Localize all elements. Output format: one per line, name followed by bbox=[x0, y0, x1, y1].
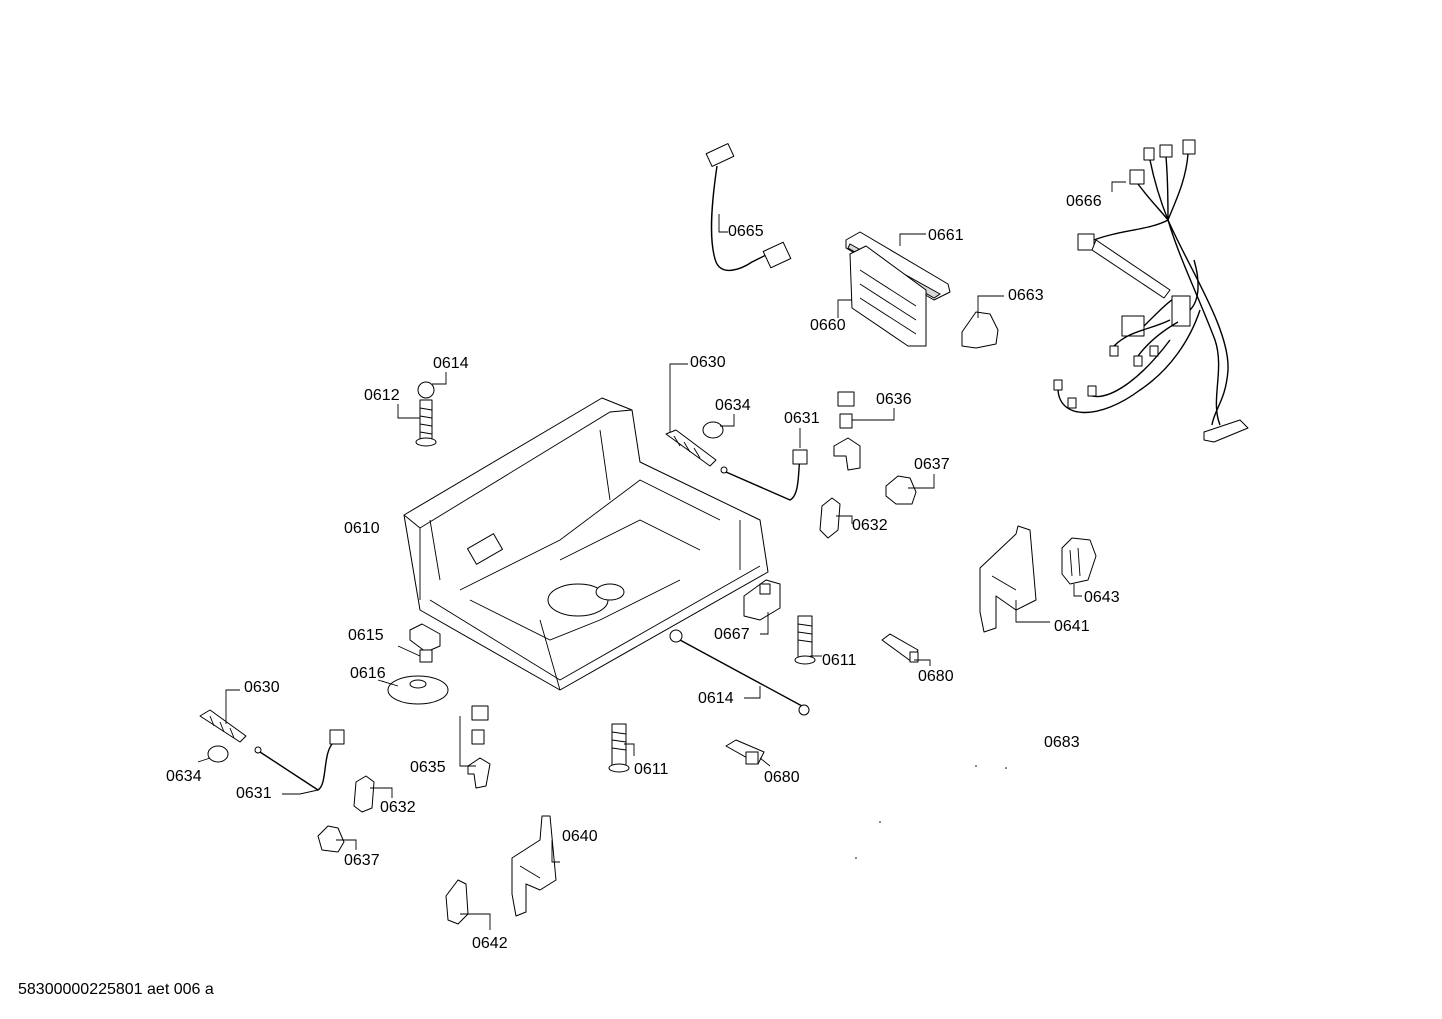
leader-0630-top bbox=[669, 363, 688, 432]
foot-screw-0611-top[interactable] bbox=[794, 615, 816, 665]
label-0634-top: 0634 bbox=[715, 397, 751, 414]
foot-0634-top[interactable] bbox=[702, 421, 724, 439]
label-0666: 0666 bbox=[1066, 193, 1102, 210]
leader-0680-bottom bbox=[759, 757, 771, 767]
clip-0636[interactable] bbox=[833, 391, 861, 471]
clip-0635[interactable] bbox=[467, 705, 491, 789]
leader-0643 bbox=[1073, 584, 1082, 597]
label-0641: 0641 bbox=[1054, 618, 1090, 635]
spring-0630-bottom[interactable] bbox=[199, 709, 247, 743]
switch-0615[interactable] bbox=[409, 623, 441, 663]
hinge-0632-bottom[interactable] bbox=[353, 775, 375, 813]
label-0632-bottom: 0632 bbox=[380, 799, 416, 816]
control-module-0660[interactable] bbox=[849, 245, 927, 347]
leader-0616 bbox=[377, 679, 399, 687]
label-0611-top: 0611 bbox=[822, 652, 857, 669]
cable-0631-top[interactable] bbox=[720, 449, 808, 501]
power-cord-0665[interactable] bbox=[705, 143, 792, 271]
label-0631-bottom: 0631 bbox=[236, 785, 272, 802]
bracket-0642[interactable] bbox=[445, 879, 469, 925]
cable-0631-bottom[interactable] bbox=[254, 729, 345, 791]
label-0630-top: 0630 bbox=[690, 354, 726, 371]
leader-0635 bbox=[459, 716, 476, 767]
leader-0640 bbox=[551, 840, 560, 863]
label-0661: 0661 bbox=[928, 227, 964, 244]
part-0680-top[interactable] bbox=[881, 633, 919, 663]
leader-0637-bottom bbox=[336, 839, 357, 850]
label-0630-bottom: 0630 bbox=[244, 679, 280, 696]
leader-0634-bottom bbox=[197, 757, 211, 763]
cap-0614-top[interactable] bbox=[417, 381, 435, 399]
label-0614-top: 0614 bbox=[433, 355, 469, 372]
foot-screw-0611-bottom[interactable] bbox=[608, 723, 630, 773]
label-0680-top: 0680 bbox=[918, 668, 954, 685]
rod-0614[interactable] bbox=[669, 629, 810, 716]
screw-0612[interactable] bbox=[415, 399, 437, 447]
leader-0611-bottom bbox=[624, 743, 635, 756]
leader-0615 bbox=[397, 645, 421, 657]
marker-dots-0683 bbox=[855, 765, 1007, 859]
part-0680-bottom[interactable] bbox=[725, 739, 765, 765]
label-0614-rod: 0614 bbox=[698, 690, 734, 707]
part-labels: 0665 0661 0666 0663 0660 0614 0612 0630 … bbox=[166, 193, 1120, 952]
leader-0632-top bbox=[836, 515, 853, 524]
leader-0631-bottom bbox=[282, 789, 319, 795]
label-0637-bottom: 0637 bbox=[344, 852, 380, 869]
holder-0637-top[interactable] bbox=[885, 475, 917, 505]
label-0612: 0612 bbox=[364, 387, 400, 404]
leader-0632-bottom bbox=[370, 787, 393, 798]
leader-0666 bbox=[1111, 181, 1126, 192]
label-0667: 0667 bbox=[714, 626, 750, 643]
leader-0642 bbox=[460, 913, 491, 930]
leader-0660 bbox=[837, 299, 852, 318]
float-disc-0616[interactable] bbox=[387, 675, 449, 705]
label-0683: 0683 bbox=[1044, 734, 1080, 751]
leader-0612 bbox=[397, 404, 420, 419]
drawing-code: 58300000225801 aet 006 a bbox=[18, 981, 214, 998]
label-0634-bottom: 0634 bbox=[166, 768, 202, 785]
label-0637-top: 0637 bbox=[914, 456, 950, 473]
base-frame-0610[interactable] bbox=[403, 397, 769, 691]
wiring-harness-0666[interactable] bbox=[1053, 139, 1249, 443]
connector-0643[interactable] bbox=[1061, 537, 1097, 585]
leader-0680-top bbox=[914, 659, 931, 666]
leader-0614-top bbox=[432, 372, 447, 385]
leader-0665 bbox=[718, 214, 728, 233]
foot-0634-bottom[interactable] bbox=[207, 745, 229, 763]
leader-0630-bottom bbox=[225, 689, 240, 724]
leader-0667 bbox=[760, 612, 769, 635]
leader-0641 bbox=[1015, 600, 1050, 623]
label-0643: 0643 bbox=[1084, 589, 1120, 606]
leader-0614-rod bbox=[744, 686, 761, 699]
bracket-0663[interactable] bbox=[961, 311, 999, 349]
label-0615: 0615 bbox=[348, 627, 384, 644]
spring-0630-top[interactable] bbox=[665, 429, 717, 467]
label-0663: 0663 bbox=[1008, 287, 1044, 304]
label-0631-top: 0631 bbox=[784, 410, 820, 427]
label-0680-bottom: 0680 bbox=[764, 769, 800, 786]
label-0632-top: 0632 bbox=[852, 517, 888, 534]
label-0665: 0665 bbox=[728, 223, 764, 240]
bracket-0641[interactable] bbox=[979, 525, 1037, 633]
leader-0663 bbox=[977, 295, 1004, 318]
label-0640: 0640 bbox=[562, 828, 598, 845]
hinge-0632-top[interactable] bbox=[819, 497, 841, 539]
label-0660: 0660 bbox=[810, 317, 846, 334]
leader-0661 bbox=[899, 233, 926, 246]
label-0636: 0636 bbox=[876, 391, 912, 408]
label-0610: 0610 bbox=[344, 520, 380, 537]
leader-0634-top bbox=[720, 414, 735, 427]
bracket-0640[interactable] bbox=[511, 815, 557, 917]
leader-0636 bbox=[852, 408, 895, 421]
label-0616: 0616 bbox=[350, 665, 386, 682]
label-0635: 0635 bbox=[410, 759, 446, 776]
holder-0637-bottom[interactable] bbox=[317, 825, 345, 853]
label-0642: 0642 bbox=[472, 935, 508, 952]
module-0667[interactable] bbox=[743, 579, 781, 621]
leader-0637-top bbox=[908, 474, 935, 489]
label-0611-bottom: 0611 bbox=[634, 761, 669, 778]
